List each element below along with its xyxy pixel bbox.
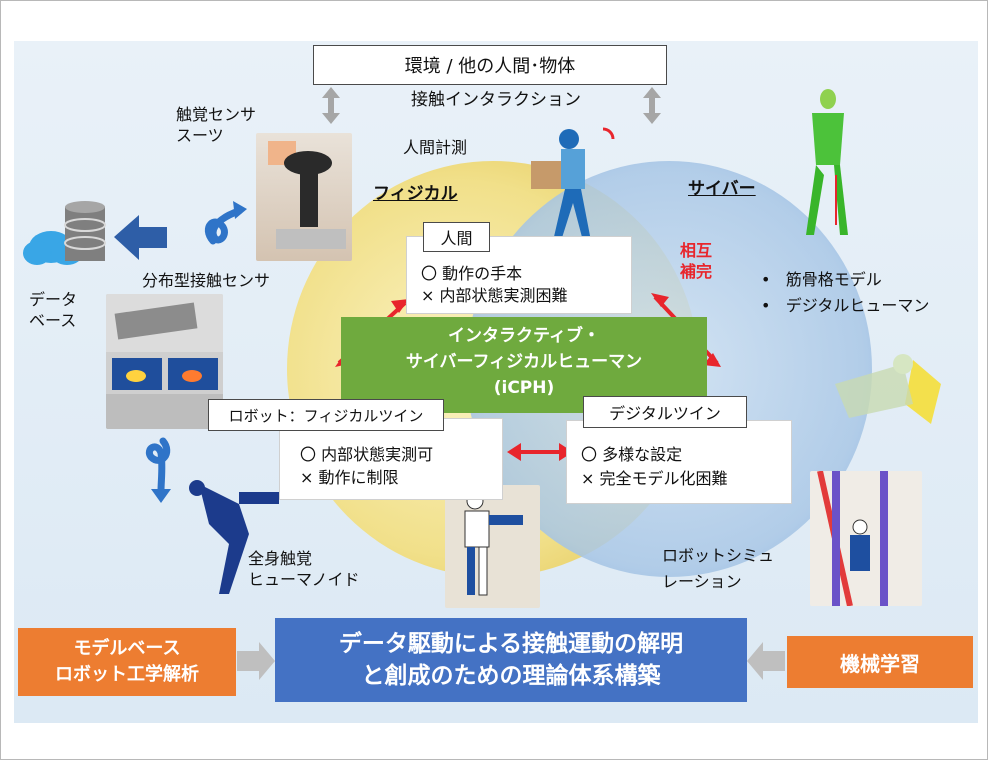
digital-item-1: 〇 多様な設定 [581, 445, 683, 464]
robot-item-2: × 動作に制限 [300, 468, 399, 487]
cyber-bullet-2: • デジタルヒューマン [761, 296, 930, 315]
human-title-box: 人間 [423, 222, 490, 252]
model-based-line1: モデルベース [73, 638, 181, 659]
mutual-line1: 相互 [680, 241, 713, 260]
to-database-arrow [114, 215, 167, 260]
cyber-bullet-1: • 筋骨格モデル [761, 270, 882, 289]
swirl-arrow-top [204, 207, 243, 245]
database-label: データ ベース [29, 290, 77, 332]
humanoid-line1: 全身触覚 [248, 549, 313, 568]
theory-box: データ駆動による接触運動の解明 と創成のための理論体系構築 [275, 618, 747, 702]
theory-line2: と創成のための理論体系構築 [361, 663, 661, 689]
digital-item-2: × 完全モデル化困難 [581, 469, 728, 488]
cyber-label: サイバー [688, 179, 756, 199]
left-gray-arrow [237, 642, 275, 680]
machine-learning-label: 機械学習 [840, 651, 920, 676]
cyber-bullet-1-text: 筋骨格モデル [785, 270, 882, 289]
cyber-bullets: • 筋骨格モデル • デジタルヒューマン [761, 267, 929, 319]
distributed-sensor-label: 分布型接触センサ [142, 271, 271, 290]
cloud-database-icon [23, 201, 106, 265]
distributed-sensor-photo [106, 294, 223, 429]
model-based-box: モデルベース ロボット工学解析 [18, 628, 236, 696]
robot-photo [445, 485, 540, 608]
robot-title: ロボット：フィジカルツイン [228, 406, 424, 425]
digital-box: 〇 多様な設定 × 完全モデル化困難 [567, 421, 791, 503]
tactile-suit-label: 触覚センサ スーツ [176, 105, 256, 147]
icph-line3: (iCPH) [493, 378, 555, 398]
machine-learning-box: 機械学習 [787, 636, 973, 688]
mutual-line2: 補完 [680, 261, 713, 281]
human-box: 〇 動作の手本 × 内部状態実測困難 [407, 237, 631, 313]
humanoid-line2: ヒューマノイド [248, 569, 360, 589]
digital-title-box: デジタルツイン [583, 396, 747, 428]
cyber-bullet-2-text: デジタルヒューマン [785, 296, 930, 315]
digital-title: デジタルツイン [609, 404, 721, 423]
robot-items: 〇 内部状態実測可 × 動作に制限 [300, 443, 433, 489]
database-line1: データ [29, 290, 78, 309]
environment-box: 環境 / 他の人間･物体 [313, 45, 667, 85]
theory-line1: データ駆動による接触運動の解明 [338, 631, 684, 657]
robot-sim-line2: レーション [662, 572, 742, 591]
human-item-2: × 内部状態実測困難 [421, 286, 568, 305]
environment-label: 環境 / 他の人間･物体 [404, 56, 576, 77]
model-based-line2: ロボット工学解析 [55, 664, 199, 685]
robot-item-1: 〇 内部状態実測可 [300, 445, 434, 464]
tactile-suit-photo [256, 133, 352, 261]
robot-sim-line1: ロボットシミュ [662, 546, 775, 565]
human-items: 〇 動作の手本 × 内部状態実測困難 [421, 263, 568, 307]
human-item-1: 〇 動作の手本 [421, 264, 523, 283]
human-measurement-photo [525, 123, 625, 251]
robot-simulation-photo [810, 471, 922, 606]
human-title: 人間 [440, 229, 473, 248]
interaction-arrows [322, 87, 661, 124]
icph-line1: インタラクティブ・ [448, 326, 600, 346]
robot-simulation-label: ロボットシミュ レーション [662, 543, 774, 595]
humanoid-label: 全身触覚 ヒューマノイド [248, 549, 360, 591]
physical-label: フィジカル [373, 184, 458, 204]
swirl-arrow-bottom [145, 437, 171, 495]
robot-title-box: ロボット：フィジカルツイン [208, 399, 444, 431]
robot-box: 〇 内部状態実測可 × 動作に制限 [280, 419, 502, 499]
right-gray-arrow [747, 642, 785, 680]
tactile-suit-line2: スーツ [176, 125, 224, 145]
icph-line2: サイバーフィジカルヒューマン [405, 352, 643, 372]
tactile-suit-line1: 触覚センサ [176, 105, 257, 124]
musculoskeletal-photo [776, 85, 866, 255]
contact-interaction-label: 接触インタラクション [411, 90, 581, 110]
mutual-label: 相互 補完 [680, 241, 712, 283]
database-line2: ベース [29, 310, 77, 330]
digital-human-photo [809, 344, 945, 436]
humanoid-photo [169, 464, 289, 604]
human-measurement-label: 人間計測 [403, 138, 468, 157]
digital-items: 〇 多様な設定 × 完全モデル化困難 [581, 443, 728, 491]
